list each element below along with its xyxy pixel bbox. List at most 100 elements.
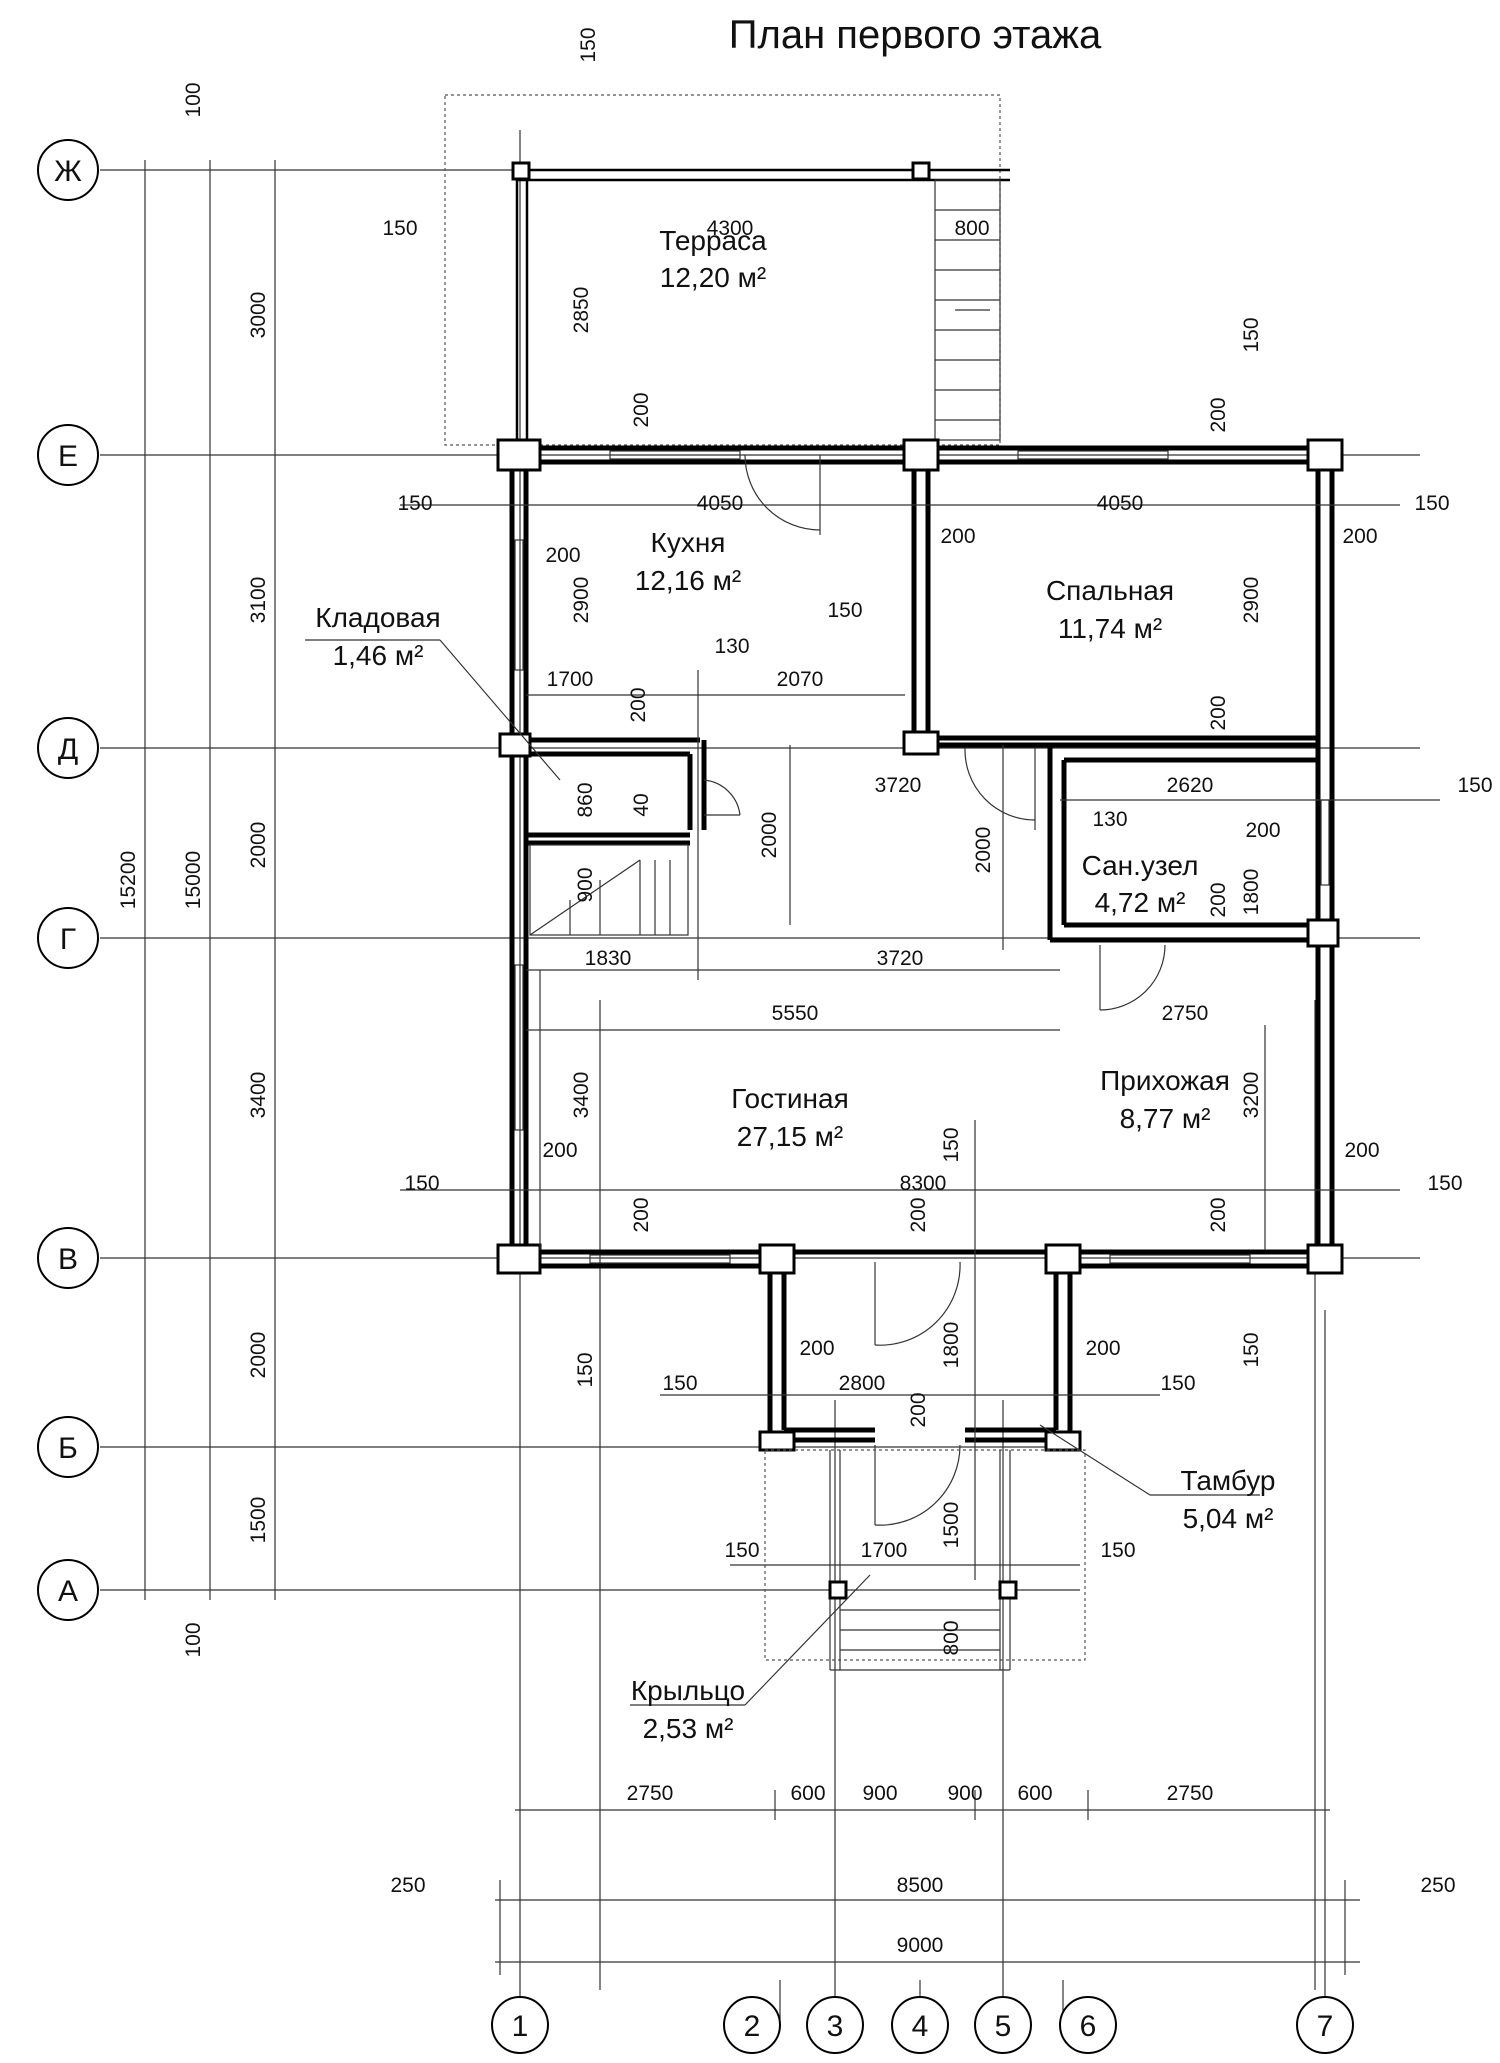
interior-dimension-lines [400, 504, 1440, 1580]
axis-circle-a [37, 1559, 99, 1621]
log-corners [496, 438, 1344, 1452]
dim-terrace-150: 150 [382, 217, 417, 240]
axis-label-2: 2 [744, 2010, 761, 2043]
dim-200-san: 200 [1245, 819, 1280, 842]
dim-1800-b: 1800 [940, 1322, 963, 1369]
hall-name: Прихожая [1100, 1065, 1230, 1096]
axis-label-7: 7 [1317, 2010, 1334, 2043]
dim-left-0: 100 [182, 82, 205, 117]
dim-250-a: 250 [390, 1874, 425, 1897]
row-axis-markers: Ж Е Д Г В Б А [37, 139, 99, 1621]
doors [703, 454, 1166, 1526]
dim-3720-b: 3720 [877, 947, 924, 970]
terrace-area: 12,20 м² [660, 262, 766, 293]
dim-150-n: 150 [1100, 1539, 1135, 1562]
axis-circle-2 [723, 1996, 781, 2054]
axis-circle-5 [974, 1996, 1032, 2054]
dim-left-150-e: 150 [397, 492, 432, 515]
bedroom-name: Спальная [1046, 575, 1174, 606]
porch-post-right [998, 1580, 1018, 1600]
axis-label-4: 4 [912, 2010, 929, 2043]
dim-terrace-4300: 4300 [707, 217, 754, 240]
axis-circle-b [37, 1416, 99, 1478]
dim-200-j: 200 [907, 1197, 930, 1232]
dim-kitchen-200-b: 200 [940, 525, 975, 548]
dim-200-m: 200 [1085, 1337, 1120, 1360]
bedroom-area: 11,74 м² [1058, 613, 1162, 644]
dim-kitchen-200-a: 200 [545, 544, 580, 567]
dim-terrace-800: 800 [954, 217, 989, 240]
dim-9000: 9000 [897, 1934, 944, 1957]
axis-label-a: А [58, 1575, 78, 1608]
dim-200-i: 200 [630, 1197, 653, 1232]
dim-130-a: 130 [714, 635, 749, 658]
kitchen-name: Кухня [651, 527, 726, 558]
kitchen-area: 12,16 м² [635, 565, 741, 596]
dim-2800: 2800 [839, 1372, 886, 1395]
axis-circle-3 [806, 1996, 864, 2054]
dim-3200: 3200 [1240, 1072, 1263, 1119]
dim-900: 900 [574, 867, 597, 902]
dim-3720-a: 3720 [875, 774, 922, 797]
dim-150-k2: 150 [662, 1372, 697, 1395]
axis-circle-6 [1059, 1996, 1117, 2054]
porch-name: Крыльцо [631, 1675, 745, 1706]
dim-right-150-top: 150 [1240, 317, 1263, 352]
dim-150-l: 150 [1160, 1372, 1195, 1395]
porch-outline [764, 1449, 1086, 1671]
dim-150-j: 150 [1240, 1332, 1263, 1367]
dim-130-b: 130 [1092, 808, 1127, 831]
dim-left-4: 3400 [247, 1072, 270, 1119]
dim-2070: 2070 [777, 668, 824, 691]
living-area: 27,15 м² [737, 1121, 843, 1152]
dim-1500: 1500 [940, 1502, 963, 1549]
dim-150-h: 150 [1427, 1172, 1462, 1195]
axis-circle-7 [1296, 1996, 1354, 2054]
dim-bedroom-2900: 2900 [1240, 577, 1263, 624]
porch-area: 2,53 м² [643, 1713, 734, 1744]
dim-1700: 1700 [547, 668, 594, 691]
dim-40: 40 [630, 793, 653, 816]
axis-label-b: Б [58, 1432, 78, 1465]
dim-2000-a: 2000 [758, 812, 781, 859]
pantry-name: Кладовая [315, 602, 440, 633]
terrace-post-right [911, 161, 931, 181]
dim-2620: 2620 [1167, 774, 1214, 797]
dim-overall-15000: 15000 [182, 851, 205, 909]
hall-area: 8,77 м² [1120, 1103, 1211, 1134]
interior-stair [529, 844, 689, 936]
terrace-name: Терраса [659, 225, 767, 256]
dim-150-k: 150 [827, 599, 862, 622]
dim-bottom-0: 2750 [627, 1782, 674, 1805]
dim-bottom-5: 2750 [1167, 1782, 1214, 1805]
dim-200-n: 200 [907, 1392, 930, 1427]
dim-left-1: 3000 [247, 292, 270, 339]
dim-bottom-4: 600 [1017, 1782, 1052, 1805]
dim-bedroom-4050: 4050 [1097, 492, 1144, 515]
vestibule-area: 5,04 м² [1183, 1503, 1274, 1534]
dim-150-m: 150 [724, 1539, 759, 1562]
dim-left-6: 1500 [247, 1497, 270, 1544]
dim-200-h: 200 [1344, 1139, 1379, 1162]
dim-200-l: 200 [799, 1337, 834, 1360]
axis-label-d: Д [58, 733, 78, 766]
walls [505, 445, 1335, 1443]
axis-circle-zh [37, 139, 99, 201]
dim-kitchen-4050: 4050 [697, 492, 744, 515]
axis-circle-4 [891, 1996, 949, 2054]
dim-150-c: 150 [940, 1127, 963, 1162]
dim-right-200-top: 200 [1207, 397, 1230, 432]
dim-bottom-2: 900 [862, 1782, 897, 1805]
axis-label-3: 3 [827, 2010, 844, 2043]
dim-top-150: 150 [577, 27, 600, 62]
pantry-area: 1,46 м² [333, 640, 424, 671]
dim-terrace-2850: 2850 [570, 287, 593, 334]
porch-post-left [828, 1580, 848, 1600]
vestibule-name: Тамбур [1180, 1465, 1275, 1496]
dim-1800-a: 1800 [1240, 869, 1263, 916]
axis-label-1: 1 [512, 2010, 529, 2043]
column-axis-markers: 1 2 3 4 5 6 7 [491, 1996, 1354, 2054]
axis-circle-e [37, 424, 99, 486]
dim-150-r: 150 [1457, 774, 1492, 797]
